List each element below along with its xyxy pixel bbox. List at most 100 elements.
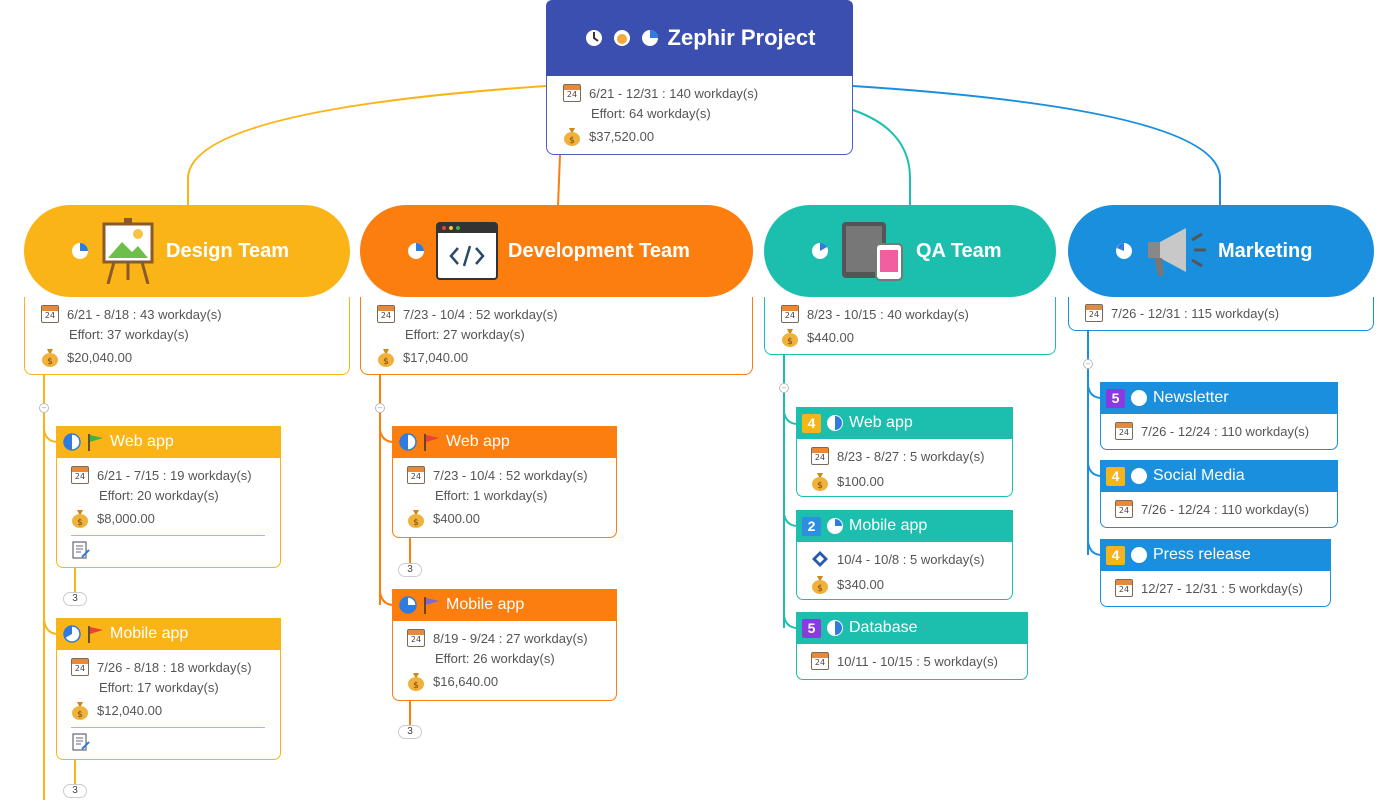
dev-mobile-cost: $16,640.00	[433, 673, 499, 689]
design-web-app-title: Web app	[110, 433, 174, 450]
marketing-social-header[interactable]: 4 Social Media	[1100, 460, 1338, 492]
design-web-app-header[interactable]: Web app	[56, 426, 281, 458]
priority-badge: 4	[802, 413, 821, 433]
marketing-newsletter-header[interactable]: 5 Newsletter	[1100, 382, 1338, 414]
qa-database-dates: 10/11 - 10/15 : 5 workday(s)	[837, 653, 998, 669]
social-dates-row: 24 7/26 - 12/24 : 110 workday(s)	[1115, 500, 1309, 518]
root-node-header[interactable]: Zephir Project	[546, 0, 853, 76]
qa-collapse-toggle[interactable]: –	[779, 383, 789, 393]
root-title: Zephir Project	[667, 25, 816, 50]
progress-pie-icon	[812, 242, 828, 259]
calendar-icon: 24	[781, 305, 799, 323]
code-window-icon	[436, 222, 498, 280]
design-mobile-app-title: Mobile app	[110, 625, 189, 642]
calendar-icon: 24	[1115, 422, 1133, 440]
progress-pie-icon	[1131, 547, 1147, 563]
calendar-icon: 24	[71, 658, 89, 676]
design-web-cost-row: $$8,000.00	[71, 508, 155, 528]
qa-database-header[interactable]: 5 Database	[796, 612, 1028, 644]
dev-mobile-effort: Effort: 26 workday(s)	[435, 651, 555, 666]
qa-dates: 8/23 - 10/15 : 40 workday(s)	[807, 306, 969, 322]
design-web-effort: Effort: 20 workday(s)	[99, 488, 219, 503]
svg-text:$: $	[817, 481, 823, 491]
money-bag-icon: $	[378, 349, 394, 367]
progress-pie-icon	[408, 243, 424, 259]
qa-team-header[interactable]: QA Team	[764, 205, 1056, 297]
priority-badge: 5	[1106, 388, 1125, 408]
divider	[71, 727, 265, 728]
design-mobile-app-header[interactable]: Mobile app	[56, 618, 281, 650]
design-team-title: Design Team	[166, 239, 289, 262]
purple-flag-icon	[424, 597, 439, 614]
design-web-subtask-count[interactable]: 3	[63, 592, 87, 606]
marketing-team-header[interactable]: Marketing	[1068, 205, 1374, 297]
note-icon[interactable]	[71, 540, 91, 560]
dev-effort: Effort: 27 workday(s)	[405, 327, 525, 342]
marketing-press-title: Press release	[1153, 546, 1251, 563]
money-bag-icon: $	[408, 673, 424, 691]
money-bag-icon: $	[812, 576, 828, 594]
qa-web-app-title: Web app	[849, 414, 913, 431]
design-mobile-subtask-count[interactable]: 3	[63, 784, 87, 798]
dev-collapse-toggle[interactable]: –	[375, 403, 385, 413]
money-bag-icon: $	[782, 329, 798, 347]
dev-mobile-app-header[interactable]: Mobile app	[392, 589, 617, 621]
calendar-icon: 24	[1115, 500, 1133, 518]
priority-badge: 4	[1106, 545, 1125, 565]
marketing-collapse-toggle[interactable]: –	[1083, 359, 1093, 369]
design-team-header[interactable]: Design Team	[24, 205, 350, 297]
priority-badge: 2	[802, 516, 821, 536]
progress-pie-icon	[827, 620, 843, 636]
marketing-press-header[interactable]: 4 Press release	[1100, 539, 1331, 571]
dev-web-subtask-count[interactable]: 3	[398, 563, 422, 577]
dev-cost: $17,040.00	[403, 349, 469, 365]
qa-web-app-header[interactable]: 4 Web app	[796, 407, 1013, 439]
marketing-team-title: Marketing	[1218, 239, 1313, 262]
dev-web-app-header[interactable]: Web app	[392, 426, 617, 458]
dev-web-effort: Effort: 1 workday(s)	[435, 488, 548, 503]
design-effort: Effort: 37 workday(s)	[69, 327, 189, 342]
priority-badge: 5	[802, 618, 821, 638]
development-team-title: Development Team	[508, 239, 690, 262]
dev-web-cost-row: $$400.00	[407, 508, 480, 528]
svg-text:$: $	[817, 584, 823, 594]
svg-text:$: $	[77, 710, 83, 720]
money-bag-icon: $	[72, 702, 88, 720]
progress-pie-icon	[399, 433, 417, 451]
qa-mobile-app-header[interactable]: 2 Mobile app	[796, 510, 1013, 542]
root-cost-row: $ $37,520.00	[563, 126, 654, 146]
note-icon[interactable]	[71, 732, 91, 752]
social-dates: 7/26 - 12/24 : 110 workday(s)	[1141, 501, 1310, 517]
dev-cost-row: $ $17,040.00	[377, 347, 468, 367]
easel-icon	[102, 218, 154, 284]
development-team-header[interactable]: Development Team	[360, 205, 753, 297]
svg-text:$: $	[383, 357, 389, 367]
progress-pie-icon	[63, 625, 81, 643]
design-collapse-toggle[interactable]: –	[39, 403, 49, 413]
qa-mobile-cost: $340.00	[837, 576, 884, 592]
qa-team-title: QA Team	[916, 239, 1002, 262]
calendar-icon: 24	[377, 305, 395, 323]
design-mobile-cost-row: $$12,040.00	[71, 700, 162, 720]
qa-mobile-app-body: 10/4 - 10/8 : 5 workday(s) $ $340.00	[796, 542, 1013, 600]
qa-mobile-cost-row: $ $340.00	[811, 574, 884, 594]
progress-pie-icon	[63, 433, 81, 451]
svg-text:$: $	[413, 681, 419, 691]
qa-cost-row: $$440.00	[781, 327, 854, 347]
money-bag-icon: $	[564, 128, 580, 146]
milestone-diamond-icon	[812, 551, 828, 567]
qa-mobile-dates: 10/4 - 10/8 : 5 workday(s)	[837, 551, 985, 567]
dev-mobile-subtask-count[interactable]: 3	[398, 725, 422, 739]
